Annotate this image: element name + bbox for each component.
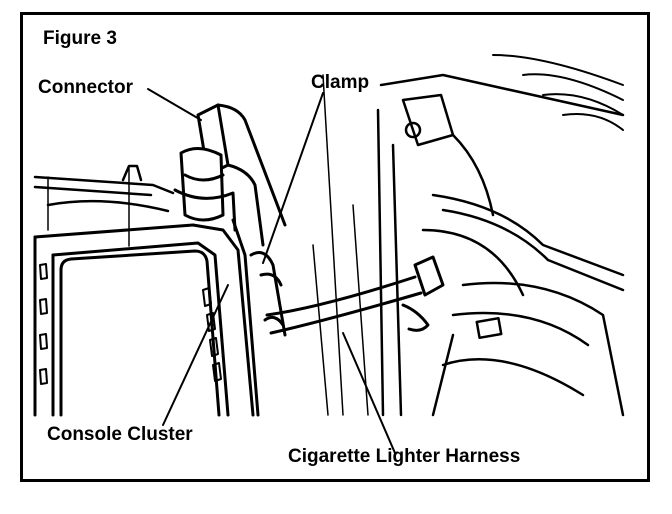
callout-harness: Cigarette Lighter Harness [288, 446, 521, 467]
connector-drawing [173, 103, 287, 247]
leader-harness [342, 332, 396, 454]
instrument-panel [376, 54, 625, 417]
leader-lines [147, 88, 396, 454]
callout-connector: Connector [38, 77, 133, 98]
figure-frame: Figure 3 Connector Clamp Console Cluster… [20, 12, 650, 482]
leader-connector [147, 88, 202, 121]
dash-panel [33, 164, 175, 247]
console-cluster-housing [33, 223, 255, 417]
callout-console-cluster: Console Cluster [47, 424, 193, 445]
gauge-housing [312, 74, 625, 417]
callout-clamp: Clamp [311, 72, 370, 93]
harness-drawing [265, 255, 445, 335]
leader-console-cluster [162, 284, 229, 426]
clamp-drawing [231, 218, 287, 417]
illustration [33, 54, 625, 454]
leader-clamp [262, 92, 324, 264]
figure-title: Figure 3 [43, 28, 117, 49]
